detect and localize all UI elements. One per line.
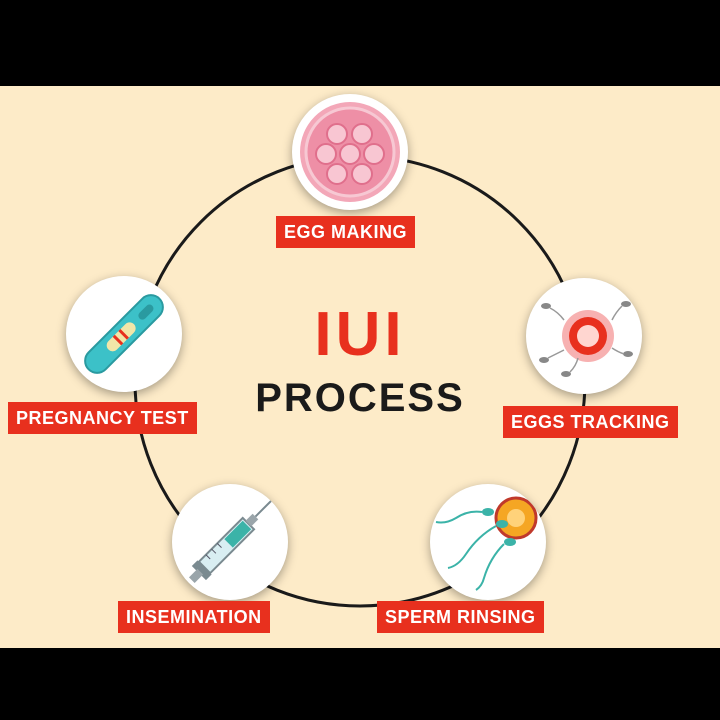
diagram-canvas: IUI PROCESS EGG MAKING <box>0 86 720 648</box>
pregnancy-test-node <box>66 276 182 392</box>
step-label-insemination: INSEMINATION <box>118 601 270 633</box>
step-label-eggs-tracking: EGGS TRACKING <box>503 406 678 438</box>
eggs-tracking-node <box>526 278 642 394</box>
title-main: IUI <box>314 300 406 369</box>
egg-tracking-icon <box>539 301 633 377</box>
egg-cells-icon <box>300 102 400 202</box>
sperm-rinsing-node <box>430 484 546 600</box>
syringe-icon <box>188 500 272 584</box>
egg-making-node <box>292 94 408 210</box>
step-label-pregnancy-test: PREGNANCY TEST <box>8 402 197 434</box>
pregnancy-test-icon <box>84 294 164 374</box>
sperm-rinsing-icon <box>435 496 538 591</box>
title-sub: PROCESS <box>255 376 465 420</box>
insemination-node <box>172 484 288 600</box>
step-label-egg-making: EGG MAKING <box>276 216 416 248</box>
step-label-sperm-rinsing: SPERM RINSING <box>377 601 544 633</box>
